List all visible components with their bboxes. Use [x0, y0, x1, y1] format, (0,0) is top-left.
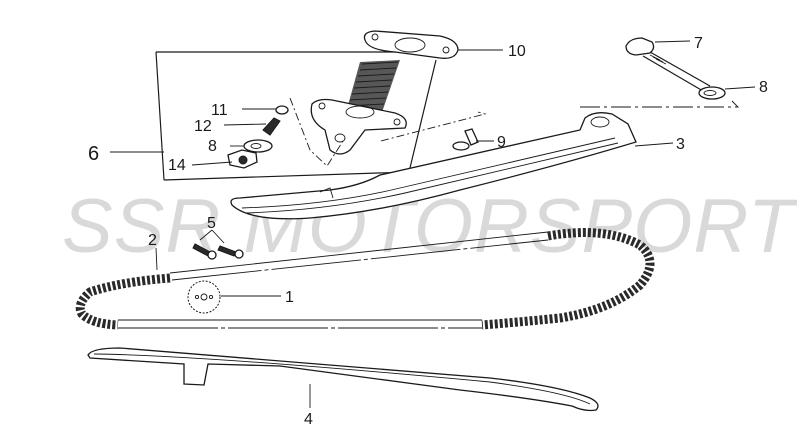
- callout-9: 9: [497, 134, 506, 151]
- cam-sprocket-part: [187, 280, 221, 314]
- bolt-part: [625, 37, 711, 92]
- callout-7: 7: [694, 35, 703, 52]
- pins-part: [192, 229, 244, 260]
- callout-11: 11: [211, 102, 228, 119]
- callout-1: 1: [285, 289, 294, 306]
- washer-8b-part: [580, 86, 740, 108]
- callout-2: 2: [148, 232, 157, 249]
- callout-10: 10: [508, 43, 526, 60]
- cam-chain-part: [75, 228, 655, 330]
- callout-6: 6: [88, 143, 99, 165]
- callout-8b: 8: [759, 79, 768, 96]
- chain-guide-part: [87, 347, 599, 412]
- callout-14: 14: [168, 157, 186, 174]
- leader-lines: [110, 40, 756, 408]
- tensioner-arm-part: [230, 112, 637, 220]
- spring-part: [345, 60, 400, 118]
- callout-8a: 8: [208, 138, 217, 155]
- o-ring-part: [275, 105, 289, 115]
- callout-4: 4: [304, 411, 313, 428]
- callout-5: 5: [207, 215, 216, 232]
- tensioner-body-part: [289, 97, 487, 167]
- callout-labels: 10 11 12 8 14 6 9 7 8 3 5 2 1 4: [88, 35, 768, 428]
- screw-part: [452, 128, 479, 151]
- callout-3: 3: [676, 136, 685, 153]
- gasket-part: [363, 30, 459, 59]
- small-hardware: [227, 105, 289, 169]
- stud-part: [262, 117, 281, 136]
- callout-12: 12: [194, 118, 212, 135]
- washer-part: [243, 139, 273, 153]
